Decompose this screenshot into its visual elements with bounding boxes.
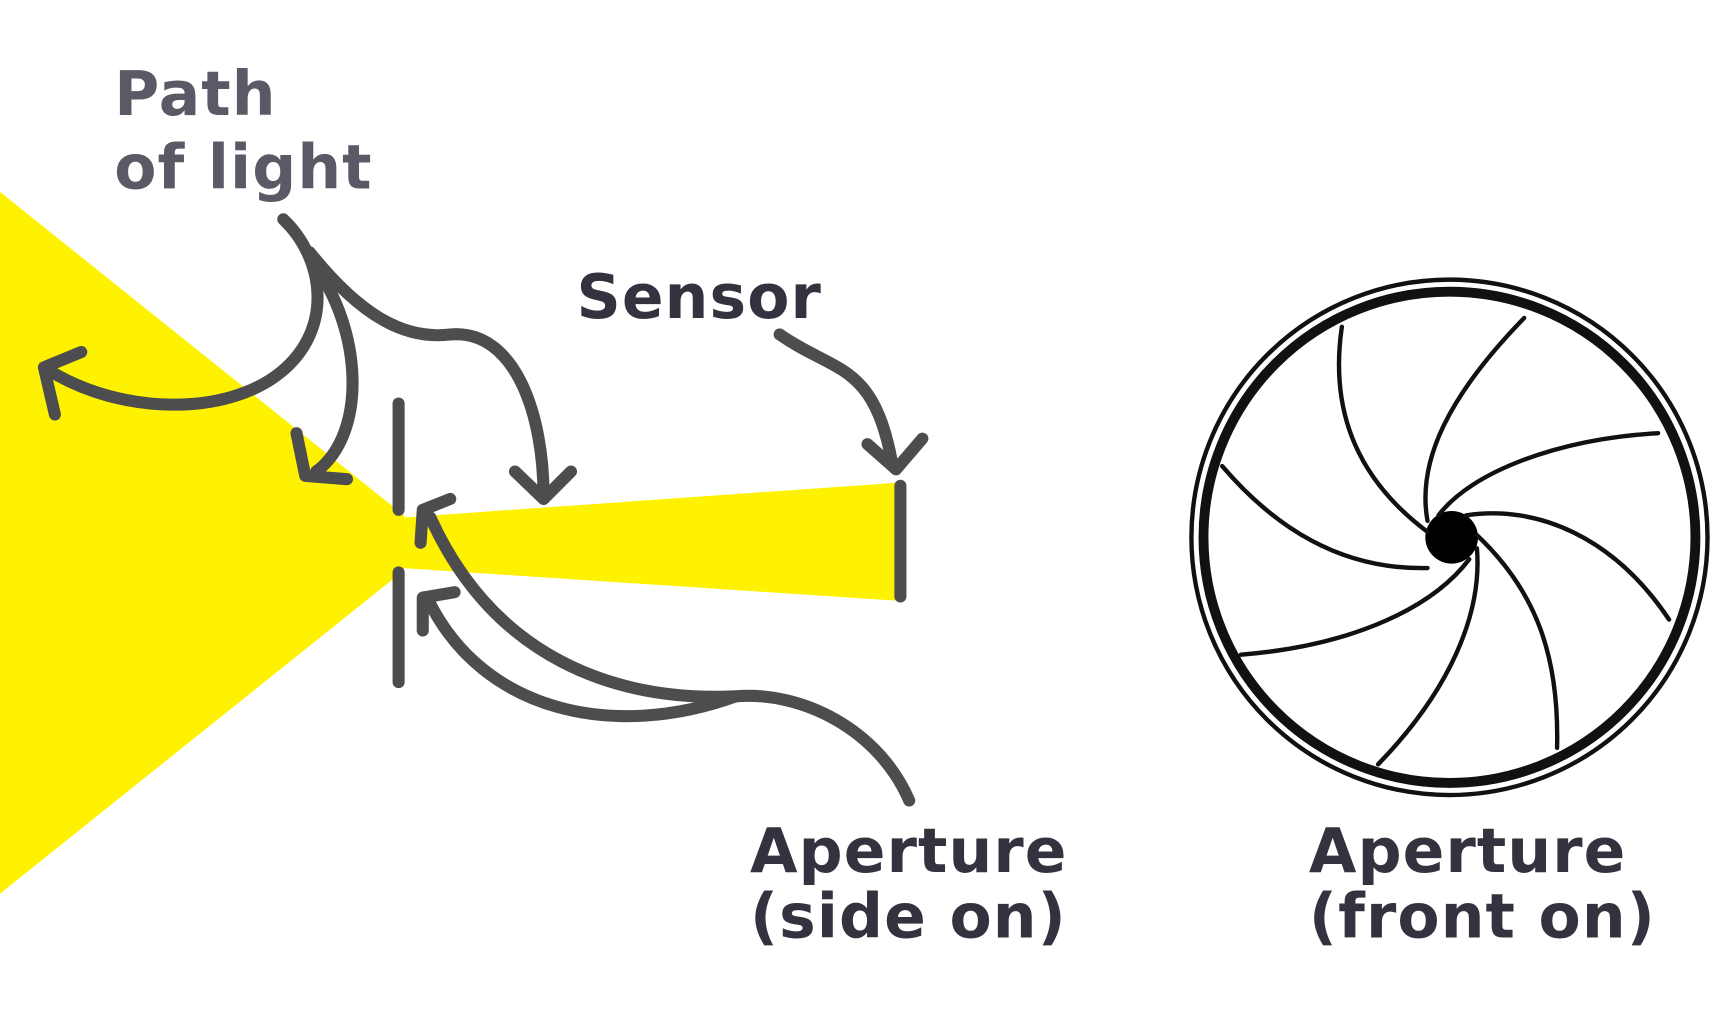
path-of-light-line1: Path <box>114 59 276 130</box>
sensor-arrow <box>773 328 929 476</box>
iris-blade <box>1219 463 1430 571</box>
aperture-side-label: Aperture (side on) <box>750 816 1090 953</box>
aperture-front-line1: Aperture <box>1309 816 1627 887</box>
aperture-front-iris <box>1189 277 1710 798</box>
arrow-icon <box>424 511 916 807</box>
iris-blade <box>1336 324 1430 535</box>
iris-opening <box>1425 511 1479 564</box>
sensor-label: Sensor <box>576 262 821 333</box>
aperture-side-arrows <box>414 492 916 807</box>
light-cone-incoming <box>0 191 405 894</box>
iris-blade <box>1375 546 1480 767</box>
iris-blade <box>1423 315 1527 524</box>
arrow-icon <box>306 257 359 478</box>
iris-outer-ring <box>1189 277 1710 798</box>
aperture-front-line2: (front on) <box>1309 882 1656 953</box>
arrow-icon <box>773 328 898 467</box>
path-of-light-line2: of light <box>114 133 372 204</box>
arrowhead-icon <box>414 492 457 549</box>
arrow-icon <box>303 246 550 502</box>
aperture-front-label: Aperture (front on) <box>1309 816 1656 953</box>
iris-blade <box>1436 430 1661 518</box>
aperture-side-line2: (side on) <box>750 882 1067 953</box>
arrowhead-icon <box>861 432 929 476</box>
iris-blade <box>1474 532 1560 751</box>
iris-inner-ring <box>1198 286 1701 788</box>
arrow-icon <box>422 593 742 723</box>
arrowhead-icon <box>290 427 354 486</box>
path-of-light-arrows <box>37 213 578 505</box>
iris-blade <box>1238 557 1472 657</box>
iris-blade <box>1463 511 1672 622</box>
arrowhead-icon <box>37 345 88 421</box>
arrowhead-icon <box>508 465 578 505</box>
light-beam-to-sensor <box>401 482 901 601</box>
aperture-side-line1: Aperture <box>750 816 1068 887</box>
arrowhead-icon <box>416 586 461 637</box>
path-of-light-label: Path of light <box>114 59 372 203</box>
